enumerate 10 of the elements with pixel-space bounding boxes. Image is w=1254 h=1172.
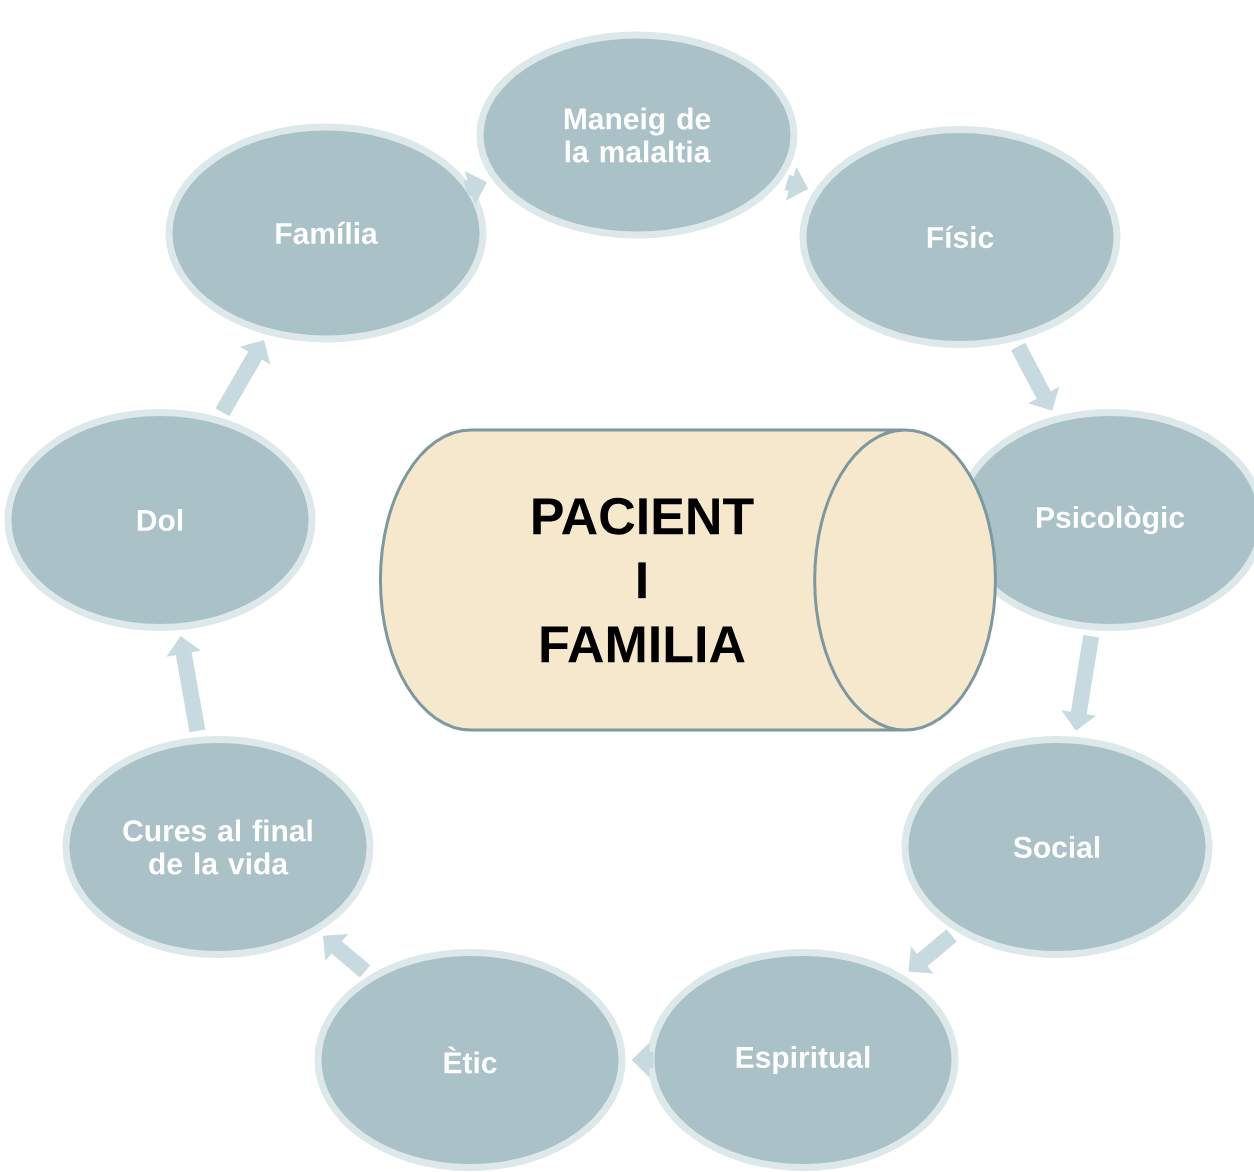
ellipse-node: Social [901, 736, 1213, 958]
ellipse-node: Maneig de la malaltia [476, 31, 798, 239]
block-arrow [1011, 342, 1060, 411]
ellipse-node: Família [165, 123, 487, 343]
ellipse-node: Dol [4, 409, 316, 631]
block-arrow [908, 929, 957, 974]
ellipse-node: Físic [799, 126, 1121, 348]
ellipse-node: Espiritual [647, 949, 959, 1171]
ellipse-node: Cures al final de la vida [62, 736, 374, 958]
ellipse-node: Ètic [314, 949, 626, 1171]
